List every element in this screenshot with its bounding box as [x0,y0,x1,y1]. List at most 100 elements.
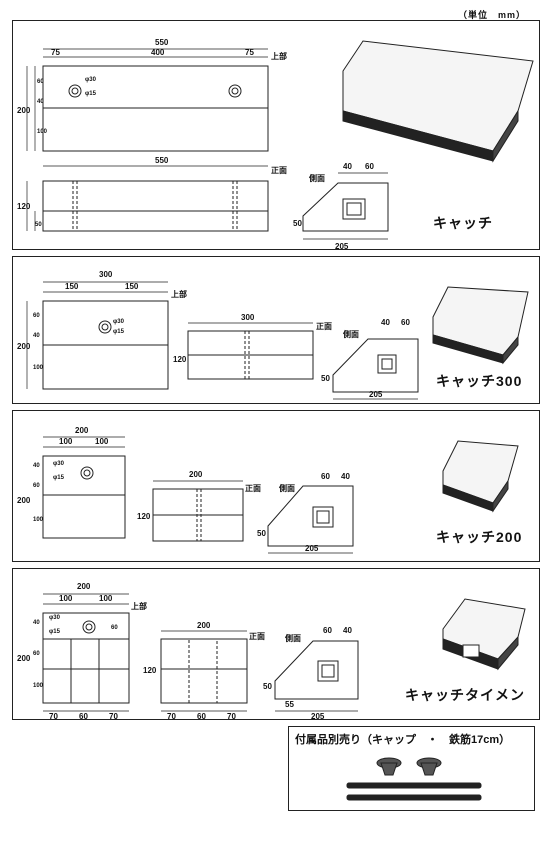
product-name: キャッチ300 [436,373,523,389]
svg-text:40: 40 [33,463,40,469]
svg-text:上部: 上部 [131,601,147,611]
svg-text:40: 40 [343,626,352,635]
svg-text:75: 75 [51,48,60,57]
svg-text:70: 70 [167,712,176,721]
svg-text:正面: 正面 [316,322,332,331]
svg-text:55: 55 [285,700,294,709]
product-panel-catch: 550 75 400 75 200 60 40 100 φ30 φ15 上部 5… [12,20,540,251]
svg-text:50: 50 [293,219,302,228]
svg-text:70: 70 [109,712,118,721]
product-name: キャッチ200 [436,529,523,545]
svg-text:正面: 正面 [249,632,265,641]
svg-text:正面: 正面 [245,484,261,493]
svg-text:200: 200 [189,470,203,479]
svg-text:205: 205 [311,712,325,721]
svg-text:側面: 側面 [342,329,359,339]
svg-text:300: 300 [99,270,113,279]
svg-text:100: 100 [33,683,44,689]
svg-text:60: 60 [323,626,332,635]
svg-text:200: 200 [17,496,31,505]
hole-outer [68,84,82,98]
svg-text:上部: 上部 [171,289,187,299]
svg-text:205: 205 [369,390,383,399]
svg-text:100: 100 [33,365,44,371]
svg-text:400: 400 [151,48,165,57]
svg-text:100: 100 [95,437,109,446]
svg-text:φ30: φ30 [113,319,125,325]
svg-text:60: 60 [365,162,374,171]
svg-text:200: 200 [77,582,91,591]
rebar-icon [346,794,482,801]
svg-text:60: 60 [111,625,118,631]
svg-text:70: 70 [49,712,58,721]
svg-text:300: 300 [241,313,255,322]
svg-text:40: 40 [33,620,40,626]
svg-text:60: 60 [401,318,410,327]
svg-text:60: 60 [33,651,40,657]
svg-text:75: 75 [245,48,254,57]
rebar-icon [346,782,482,789]
drawing-catch200: 200 100 100 200 40 60 100 φ30 φ15 200 正面… [17,426,519,554]
product-name: キャッチタイメン [405,687,525,703]
svg-text:60: 60 [33,313,40,319]
product-name: キャッチ [433,215,493,231]
side-view-outline [302,182,389,232]
svg-text:100: 100 [59,437,73,446]
svg-text:100: 100 [33,517,44,523]
svg-text:φ15: φ15 [85,91,97,97]
svg-text:φ15: φ15 [53,475,65,481]
svg-text:50: 50 [257,529,266,538]
svg-text:側面: 側面 [284,633,301,643]
product-panel-catch200: 200 100 100 200 40 60 100 φ30 φ15 200 正面… [12,410,540,562]
unit-note: （単位 mm） [457,10,526,20]
svg-text:60: 60 [197,712,206,721]
svg-text:150: 150 [65,282,79,291]
svg-text:50: 50 [35,222,42,228]
svg-text:正面: 正面 [271,166,287,175]
svg-text:40: 40 [33,333,40,339]
drawing-catch: 550 75 400 75 200 60 40 100 φ30 φ15 上部 5… [17,38,534,251]
accessories-box: 付属品別売り（キャップ ・ 鉄筋17cm） [288,726,535,811]
hole-inner [71,87,79,95]
svg-text:40: 40 [341,472,350,481]
svg-text:200: 200 [17,106,31,115]
svg-text:40: 40 [343,162,352,171]
svg-text:60: 60 [321,472,330,481]
svg-text:φ30: φ30 [53,461,65,467]
svg-text:200: 200 [75,426,89,435]
svg-text:70: 70 [227,712,236,721]
svg-text:100: 100 [59,594,73,603]
svg-text:側面: 側面 [278,483,295,493]
drawing-catch-taimen: 200 100 100 上部 200 40 60 100 60 φ30 φ15 … [17,582,526,721]
svg-text:50: 50 [263,682,272,691]
product-panel-catch-taimen: 200 100 100 上部 200 40 60 100 60 φ30 φ15 … [12,568,540,721]
svg-text:200: 200 [17,654,31,663]
svg-text:120: 120 [173,355,187,364]
accessories-drawing [346,757,482,801]
svg-text:550: 550 [155,156,169,165]
front-view-outline [42,180,269,232]
svg-text:150: 150 [125,282,139,291]
accessories-title: 付属品別売り（キャップ ・ 鉄筋17cm） [295,734,511,746]
svg-text:60: 60 [37,79,44,85]
svg-text:60: 60 [79,712,88,721]
svg-text:205: 205 [335,242,349,251]
product-panel-catch300: 300 150 150 上部 200 60 40 100 φ30 φ15 300… [12,256,540,404]
svg-text:φ15: φ15 [49,629,61,635]
svg-text:100: 100 [99,594,113,603]
cap-body [380,762,398,776]
svg-text:100: 100 [37,129,48,135]
svg-text:φ30: φ30 [49,615,61,621]
svg-text:側面: 側面 [308,173,325,183]
svg-text:120: 120 [143,666,157,675]
drawing-catch300: 300 150 150 上部 200 60 40 100 φ30 φ15 300… [17,270,529,400]
dim-width: 550 [155,38,169,47]
svg-text:120: 120 [137,512,151,521]
svg-text:205: 205 [305,544,319,553]
svg-text:120: 120 [17,202,31,211]
svg-text:200: 200 [197,621,211,630]
svg-text:40: 40 [381,318,390,327]
svg-text:60: 60 [33,483,40,489]
svg-text:上部: 上部 [271,51,287,61]
svg-text:40: 40 [37,99,44,105]
